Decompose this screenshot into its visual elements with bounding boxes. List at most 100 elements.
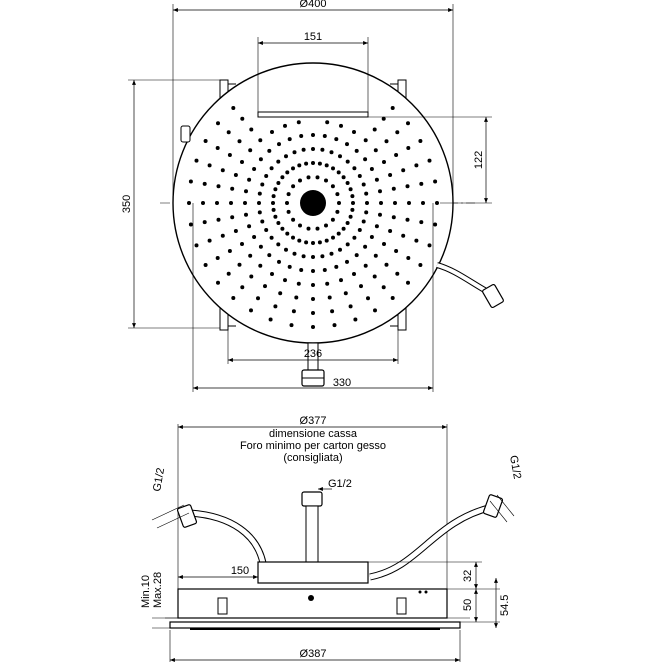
nozzle-dot [291, 184, 296, 189]
nozzle-dot [341, 226, 346, 231]
nozzle-dot [194, 158, 199, 163]
nozzle-dot [306, 226, 311, 231]
nozzle-dot [365, 201, 369, 205]
dim-32: 32 [462, 570, 474, 582]
nozzle-dot [276, 221, 281, 225]
nozzle-dot [233, 173, 238, 177]
nozzle-dot [271, 194, 276, 199]
nozzle-dot [248, 253, 253, 258]
nozzle-dot [433, 222, 438, 227]
nozzle-dot [336, 231, 341, 236]
nozzle-dot [395, 271, 400, 276]
nozzle-dot [297, 163, 302, 168]
nozzle-dot [231, 106, 236, 110]
nozzle-dot [324, 178, 328, 183]
nozzle-dot [285, 170, 290, 175]
nozzle-dot [311, 147, 315, 151]
waterfall-slot [257, 111, 369, 118]
nozzle-dot [286, 192, 291, 197]
nozzle-dot [202, 220, 207, 225]
nozzle-dot [270, 130, 274, 134]
nozzle-dot [277, 259, 281, 264]
nozzle-dot [345, 242, 350, 247]
nozzle-dot [267, 253, 272, 258]
nozzle-dot [215, 256, 220, 260]
nozzle-dot [433, 179, 438, 184]
nozzle-dot [315, 175, 320, 180]
nozzle-dot [372, 127, 377, 132]
nozzle-dot [269, 166, 274, 171]
nozzle-dot [419, 181, 424, 186]
nozzle-dot [335, 192, 340, 197]
nozzle-dot [338, 154, 342, 159]
nozzle-dot [406, 121, 410, 126]
nozzle-dot [252, 167, 257, 171]
bracket-left [217, 597, 228, 615]
nozzle-dot [322, 134, 327, 138]
dim-330: 330 [333, 377, 351, 389]
nozzle-dot [391, 186, 396, 191]
nozzle-dot [299, 134, 304, 138]
nozzle-dot [325, 120, 330, 125]
dim-350: 350 [121, 195, 133, 213]
nozzle-dot [338, 247, 342, 252]
nozzle-dot [330, 217, 335, 222]
nozzle-dot [352, 166, 357, 171]
nozzle-dot [390, 106, 395, 110]
nozzle-dot [384, 139, 389, 144]
nozzle-dot [334, 137, 339, 142]
nozzle-dot [277, 142, 281, 147]
nozzle-dot [283, 278, 287, 283]
nozzle-dot [311, 241, 315, 245]
nozzle-dot [285, 231, 290, 236]
nozzle-dot [220, 233, 225, 238]
nozzle-dot [215, 146, 220, 150]
nozzle-dot [369, 167, 374, 171]
nozzle-dot [311, 161, 315, 165]
central-box [257, 561, 369, 584]
nozzle-dot [284, 247, 288, 252]
nozzle-dot [311, 325, 315, 329]
nozzle-dot [244, 189, 248, 194]
nozzle-dot [297, 238, 302, 243]
nozzle-dot [357, 174, 362, 178]
nozzle-dot [330, 309, 335, 314]
nozzle-dot [388, 173, 393, 177]
hose-fitting-right [482, 283, 504, 309]
nozzle-dot [257, 201, 261, 205]
nozzle-dot [381, 285, 386, 290]
nozzle-dot [341, 175, 346, 180]
nozzle-dot [352, 235, 357, 240]
nozzle-dot [324, 238, 329, 243]
fitting-center [301, 491, 323, 507]
nozzle-dot [419, 220, 424, 225]
nozzle-dot [249, 274, 254, 279]
dim-236: 236 [304, 348, 322, 360]
nozzle-dot [427, 243, 432, 248]
nozzle-dot [237, 139, 242, 144]
nozzle-dot [299, 268, 304, 272]
nozzle-dot [226, 271, 231, 276]
nozzle-dot [366, 296, 370, 301]
nozzle-dot [357, 228, 362, 232]
nozzle-dot [284, 154, 288, 159]
nozzle-dot [361, 182, 366, 187]
side-view: Ø377 dimensione cassa Foro minimo per ca… [140, 415, 523, 662]
nozzle-dot [201, 201, 205, 205]
nozzle-dot [382, 160, 386, 164]
nozzle-dot [330, 184, 335, 189]
nozzle-dot [352, 272, 356, 276]
nozzle-dot [394, 249, 399, 253]
nozzle-dot [243, 201, 247, 205]
nozzle-dot [327, 295, 332, 300]
nozzle-dot [264, 174, 269, 178]
nozzle-dot [227, 153, 232, 157]
nozzle-dot [320, 254, 325, 259]
nozzle-dot [382, 242, 386, 246]
nozzle-dot [311, 297, 315, 301]
nozzle-dot [320, 147, 325, 152]
nozzle-dot [202, 181, 207, 186]
nozzle-dot [294, 295, 299, 300]
nozzle-dot [414, 238, 419, 243]
nozzle-dot [244, 212, 248, 217]
